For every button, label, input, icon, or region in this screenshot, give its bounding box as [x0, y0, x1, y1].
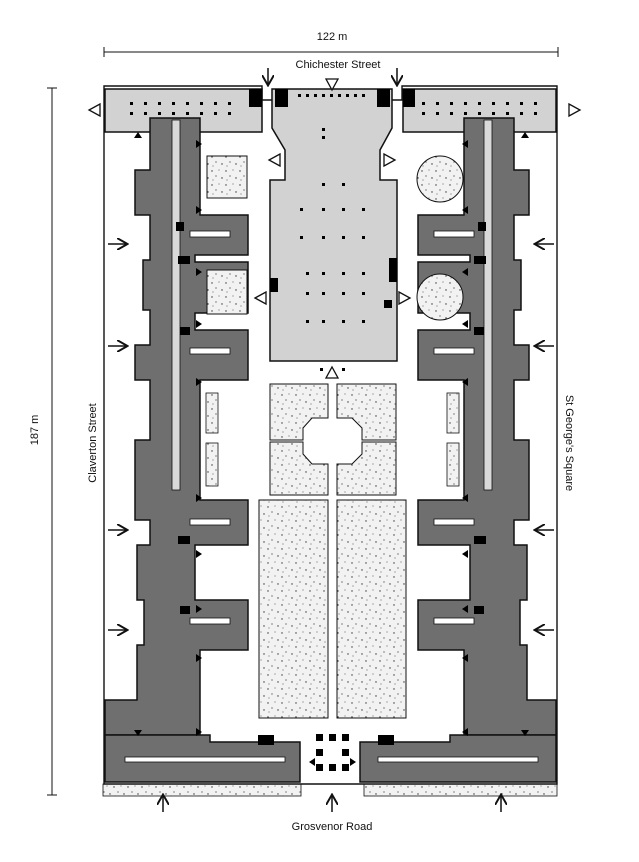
- column-dot: [342, 272, 345, 275]
- column-dot: [298, 94, 301, 97]
- column-dot: [186, 102, 189, 105]
- east-street-label: St George's Square: [563, 395, 575, 491]
- column-dot: [200, 102, 203, 105]
- column-dot: [520, 112, 523, 115]
- width-dimension-line: [103, 47, 559, 57]
- column-dot: [422, 102, 425, 105]
- column-dot: [322, 208, 325, 211]
- column-dots: [130, 94, 537, 371]
- column-dot: [322, 128, 325, 131]
- north-street-label: Chichester Street: [296, 59, 381, 71]
- column-dot: [346, 94, 349, 97]
- column-dot: [534, 102, 537, 105]
- column-dot: [158, 102, 161, 105]
- column-dot: [520, 102, 523, 105]
- column-dot: [158, 112, 161, 115]
- south-west-block: [104, 734, 301, 783]
- column-dot: [450, 102, 453, 105]
- column-dot: [322, 292, 325, 295]
- column-dot: [436, 112, 439, 115]
- south-lawns: [258, 499, 407, 719]
- column-dot: [464, 112, 467, 115]
- column-dot: [130, 112, 133, 115]
- column-dot: [144, 112, 147, 115]
- width-dimension-label: 122 m: [317, 31, 348, 43]
- column-dot: [172, 112, 175, 115]
- column-dot: [322, 94, 325, 97]
- column-dot: [320, 368, 323, 371]
- column-dot: [362, 320, 365, 323]
- north-west-terrace: [104, 88, 263, 133]
- entrance-arrows: [108, 68, 554, 812]
- column-dot: [330, 94, 333, 97]
- central-garden: [269, 383, 397, 496]
- column-dot: [300, 208, 303, 211]
- column-dot: [214, 112, 217, 115]
- column-dot: [306, 272, 309, 275]
- access-point-triangles: [87, 78, 582, 379]
- column-dot: [322, 236, 325, 239]
- column-dot: [300, 236, 303, 239]
- column-dot: [342, 292, 345, 295]
- north-east-terrace: [402, 88, 557, 133]
- column-dot: [492, 112, 495, 115]
- column-dot: [342, 208, 345, 211]
- south-street-label: Grosvenor Road: [292, 821, 373, 833]
- height-dimension-line: [47, 87, 57, 796]
- gateway-bollards: [316, 734, 349, 771]
- column-dot: [314, 94, 317, 97]
- column-dot: [450, 112, 453, 115]
- column-dot: [506, 112, 509, 115]
- column-dot: [338, 94, 341, 97]
- column-dot: [478, 102, 481, 105]
- column-dot: [506, 102, 509, 105]
- column-dot: [362, 292, 365, 295]
- column-dot: [306, 320, 309, 323]
- north-east-garden-circles: [416, 155, 464, 321]
- column-dot: [492, 102, 495, 105]
- pavement-strips: [102, 783, 558, 797]
- column-dot: [362, 236, 365, 239]
- column-dot: [342, 236, 345, 239]
- column-dot: [130, 102, 133, 105]
- column-dot: [362, 94, 365, 97]
- column-dot: [342, 368, 345, 371]
- column-dot: [214, 102, 217, 105]
- east-dwelling-block: [417, 117, 557, 748]
- column-dot: [228, 102, 231, 105]
- column-dot: [362, 208, 365, 211]
- central-public-building: [269, 88, 398, 362]
- column-dot: [362, 272, 365, 275]
- south-east-block: [359, 734, 557, 783]
- courtyard-planters: [205, 392, 460, 487]
- column-dot: [200, 112, 203, 115]
- column-dot: [422, 112, 425, 115]
- column-dot: [342, 320, 345, 323]
- column-dot: [322, 272, 325, 275]
- column-dot: [342, 183, 345, 186]
- column-dot: [144, 102, 147, 105]
- column-dot: [478, 112, 481, 115]
- column-dot: [322, 183, 325, 186]
- column-dot: [306, 292, 309, 295]
- column-dot: [322, 320, 325, 323]
- column-dot: [306, 94, 309, 97]
- column-dot: [354, 94, 357, 97]
- height-dimension-label: 187 m: [29, 415, 41, 446]
- stair-markers: [134, 132, 529, 766]
- west-street-label: Claverton Street: [87, 403, 99, 482]
- north-west-garden-squares: [206, 155, 248, 315]
- column-dot: [464, 102, 467, 105]
- column-dot: [172, 102, 175, 105]
- column-dot: [534, 112, 537, 115]
- column-dot: [436, 102, 439, 105]
- column-dot: [228, 112, 231, 115]
- column-dot: [186, 112, 189, 115]
- column-dot: [322, 136, 325, 139]
